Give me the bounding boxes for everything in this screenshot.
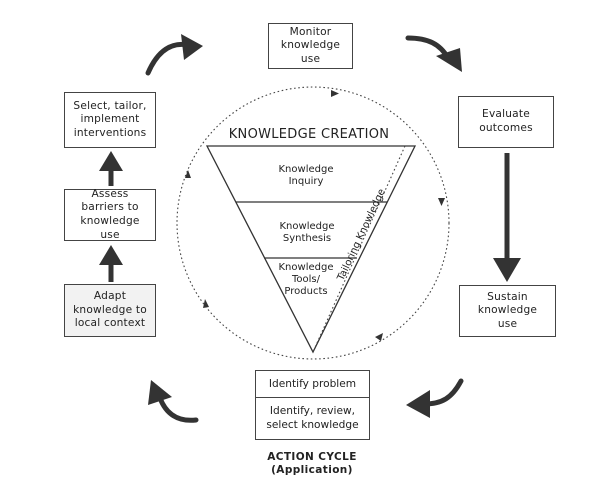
knowledge-funnel xyxy=(205,145,417,354)
identify-problem-label: Identify problem xyxy=(256,371,369,398)
monitor-knowledge-use-box: Monitor knowledge use xyxy=(268,23,353,69)
arrow-monitor-to-evaluate-head xyxy=(436,48,462,72)
circle-arrowhead-left xyxy=(185,170,191,178)
action-cycle-caption: ACTION CYCLE (Application) xyxy=(267,451,357,477)
funnel-level-line: Knowledge xyxy=(279,262,334,273)
arrow-adapt-to-assess-head xyxy=(99,245,123,265)
evaluate-outcomes-box: Evaluate outcomes xyxy=(458,96,554,148)
circle-arrowhead-bottom-right xyxy=(375,333,383,341)
funnel-level-line: Tools/ xyxy=(291,274,321,285)
arrow-identify-to-adapt-head xyxy=(148,380,172,405)
arrow-identify-to-adapt xyxy=(157,395,199,423)
identify-box: Identify problem Identify, review, selec… xyxy=(255,370,370,440)
sustain-knowledge-use-box: Sustain knowledge use xyxy=(459,285,556,337)
arrow-sustain-to-identify-head xyxy=(406,390,430,418)
knowledge-creation-title: KNOWLEDGE CREATION xyxy=(229,127,390,142)
funnel-level-line: Products xyxy=(284,286,327,297)
arrow-select-to-monitor-head xyxy=(181,34,203,60)
circle-arrowhead-top xyxy=(331,90,339,97)
funnel-level-line: Inquiry xyxy=(289,176,324,187)
funnel-level-line: Knowledge xyxy=(280,221,335,232)
funnel-level-line: Knowledge xyxy=(279,164,334,175)
circle-arrowhead-bottom-left xyxy=(203,299,209,308)
select-tailor-implement-box: Select, tailor, implement interventions xyxy=(64,92,156,148)
assess-barriers-box: Assess barriers to knowledge use xyxy=(64,188,156,241)
arrow-select-to-monitor xyxy=(145,41,191,76)
arrow-assess-to-select-head xyxy=(99,151,123,171)
circle-arrowhead-right xyxy=(438,198,445,206)
arrow-evaluate-to-sustain-head xyxy=(493,258,521,282)
funnel-level-line: Synthesis xyxy=(283,233,331,244)
identify-review-select-label: Identify, review, select knowledge xyxy=(266,404,359,431)
adapt-knowledge-box: Adapt knowledge to local context xyxy=(64,284,156,337)
dotted-cycle-circle xyxy=(176,86,450,360)
